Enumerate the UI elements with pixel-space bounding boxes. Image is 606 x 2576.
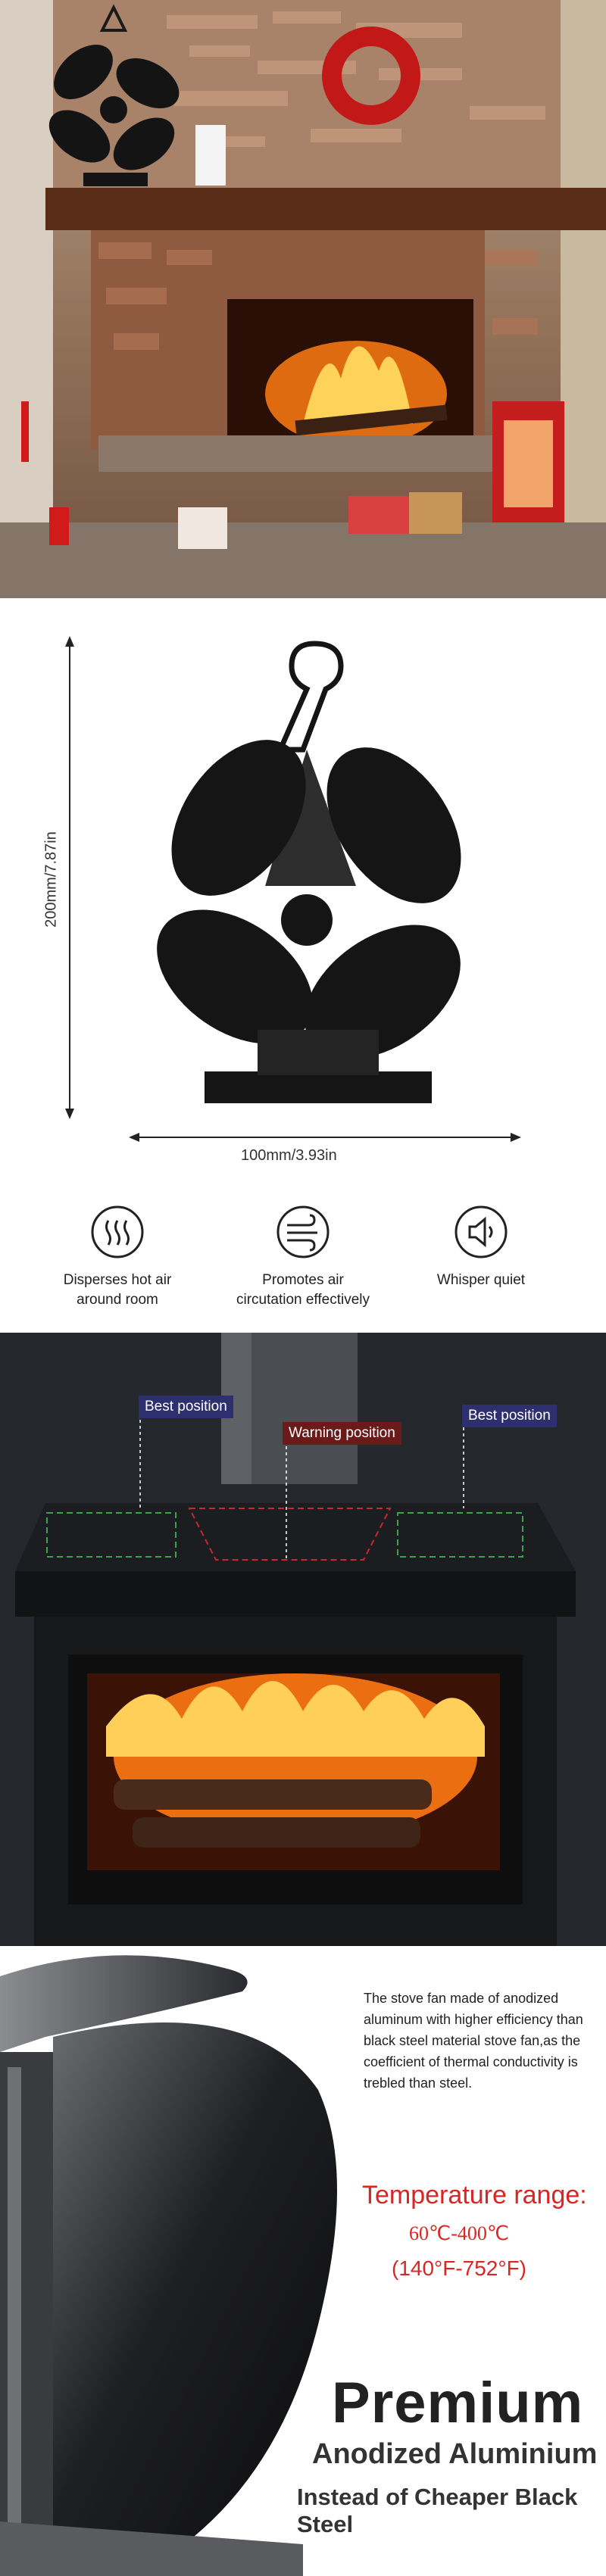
- height-dimension-label: 200mm/7.87in: [42, 831, 60, 928]
- material-description: The stove fan made of anodized aluminum …: [364, 1991, 583, 2091]
- feature-whisper-quiet-line1: Whisper quiet: [436, 1272, 526, 1288]
- fireplace-scene-photo: [0, 0, 606, 598]
- temperature-range-celsius: 60℃-400℃: [409, 2222, 510, 2244]
- best-position-left-tag: Best position: [139, 1396, 233, 1418]
- premium-headline: Premium: [332, 2371, 584, 2435]
- feature-whisper-quiet: Whisper quiet: [398, 1204, 564, 1290]
- feature-air-circulation-line2: circutation effectively: [236, 1292, 370, 1308]
- feature-hot-air-line1: Disperses hot air: [63, 1272, 172, 1288]
- dimension-section: 200mm/7.87in 100mm/3.93in Disperses hot …: [0, 598, 606, 1333]
- best-position-right-tag: Best position: [462, 1405, 557, 1427]
- premium-material-section: The stove fan made of anodized aluminum …: [0, 1946, 606, 2576]
- speaker-mute-icon: [454, 1205, 508, 1258]
- stove-position-section: Best position Warning position Best posi…: [0, 1333, 606, 1946]
- fireplace-illustration: [0, 0, 606, 598]
- fan-blade-closeup: [0, 1955, 337, 2576]
- air-circulation-icon: [276, 1205, 330, 1258]
- temperature-range-title: Temperature range:: [362, 2181, 587, 2210]
- hot-air-icon: [91, 1205, 144, 1258]
- feature-air-circulation: Promotes air circutation effectively: [220, 1204, 386, 1310]
- stove-fan-image: [48, 4, 180, 186]
- temperature-range-fahrenheit: (140°F-752°F): [392, 2256, 527, 2280]
- feature-hot-air-line2: around room: [77, 1292, 158, 1308]
- premium-tagline: Instead of Cheaper Black Steel: [297, 2484, 578, 2537]
- width-dimension-label: 100mm/3.93in: [241, 1147, 337, 1164]
- premium-subheadline: Anodized Aluminium: [312, 2438, 598, 2470]
- warning-position-tag: Warning position: [283, 1422, 401, 1445]
- fan-dimension-drawing: [65, 636, 521, 1142]
- feature-hot-air: Disperses hot air around room: [34, 1204, 201, 1310]
- feature-air-circulation-line1: Promotes air: [262, 1272, 344, 1288]
